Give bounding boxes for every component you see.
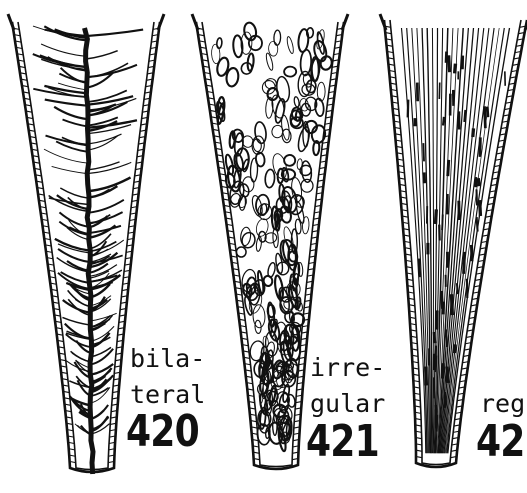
figure-number-420: 420 — [126, 410, 202, 454]
caption-420-line1: bila- — [128, 344, 207, 373]
caption-421-line1: irre- — [308, 353, 387, 382]
caption-422-line2: reg — [478, 389, 527, 418]
caption-420-line2: teral — [128, 380, 207, 409]
figure-number-422: 42 — [476, 420, 527, 464]
caption-421-line2: gular — [308, 389, 387, 418]
figure-number-421: 421 — [306, 420, 382, 464]
